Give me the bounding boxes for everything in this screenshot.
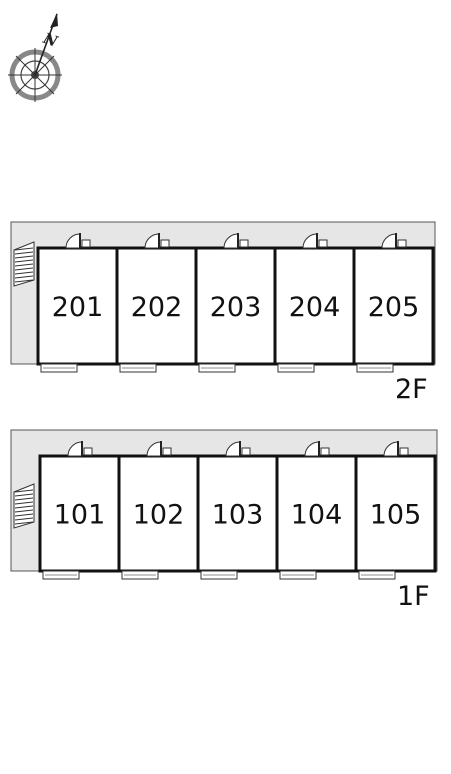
room-number-label: 103 — [212, 500, 264, 531]
room-number-label: 105 — [370, 500, 422, 531]
floor-label: 1F — [397, 581, 430, 612]
room-number-label: 102 — [133, 500, 185, 531]
floor-2f: 201 202 203 204 205 2F — [10, 221, 436, 405]
compass: N — [8, 13, 62, 102]
stair-step — [14, 271, 34, 275]
north-arrow-icon — [34, 13, 58, 76]
room-number-label: 203 — [210, 292, 262, 323]
meter-box — [241, 447, 251, 456]
room-202: 202 — [115, 233, 198, 373]
meter-box — [318, 239, 328, 248]
room-outline — [352, 246, 435, 366]
room-101: 101 — [38, 441, 121, 580]
stair-step — [14, 275, 34, 279]
stair-step — [14, 493, 34, 497]
meter-box — [399, 447, 409, 456]
stair-step — [14, 263, 34, 267]
stair-step — [14, 509, 34, 513]
room-205: 205 — [352, 233, 435, 373]
door-icon — [225, 441, 241, 457]
stair-step — [14, 505, 34, 509]
stair-step — [14, 259, 34, 263]
door-icon — [383, 441, 399, 457]
room-outline — [354, 454, 437, 573]
door-icon — [223, 233, 239, 249]
meter-box — [320, 447, 330, 456]
stair-step — [14, 247, 34, 251]
room-number-label: 205 — [368, 292, 420, 323]
stair-step — [14, 497, 34, 501]
compass-north-letter: N — [40, 29, 61, 51]
meter-box — [81, 239, 91, 248]
staircase-outline — [13, 483, 35, 529]
room-104: 104 — [275, 441, 358, 580]
floor-label: 2F — [395, 374, 428, 405]
room-number-label: 204 — [289, 292, 341, 323]
staircase — [13, 241, 35, 287]
room-outline — [194, 246, 277, 366]
room-number-label: 202 — [131, 292, 183, 323]
door-icon — [65, 233, 81, 249]
door-icon — [67, 441, 83, 457]
door-icon — [144, 233, 160, 249]
room-number-label: 201 — [52, 292, 104, 323]
door-icon — [146, 441, 162, 457]
meter-box — [397, 239, 407, 248]
stair-step — [14, 517, 34, 521]
room-103: 103 — [196, 441, 279, 580]
door-icon — [381, 233, 397, 249]
floor-1f: 101 102 103 104 105 1F — [10, 429, 438, 612]
stair-step — [14, 521, 34, 525]
stair-step — [14, 267, 34, 271]
compass-rose-icon — [8, 48, 62, 102]
room-204: 204 — [273, 233, 356, 373]
stair-step — [14, 489, 34, 493]
stair-step — [14, 251, 34, 255]
stair-step — [14, 513, 34, 517]
meter-box — [162, 447, 172, 456]
meter-box — [83, 447, 93, 456]
door-icon — [302, 233, 318, 249]
meter-box — [239, 239, 249, 248]
room-105: 105 — [354, 441, 437, 580]
room-201: 201 — [36, 233, 119, 373]
room-number-label: 104 — [291, 500, 343, 531]
room-203: 203 — [194, 233, 277, 373]
stair-step — [14, 255, 34, 259]
staircase-outline — [13, 241, 35, 287]
meter-box — [160, 239, 170, 248]
stair-step — [14, 279, 34, 283]
floors: 201 202 203 204 205 2F 101 102 103 104 105 1F — [10, 221, 438, 612]
staircase — [13, 483, 35, 529]
stair-step — [14, 501, 34, 505]
room-number-label: 101 — [54, 500, 106, 531]
room-102: 102 — [117, 441, 200, 580]
door-icon — [304, 441, 320, 457]
